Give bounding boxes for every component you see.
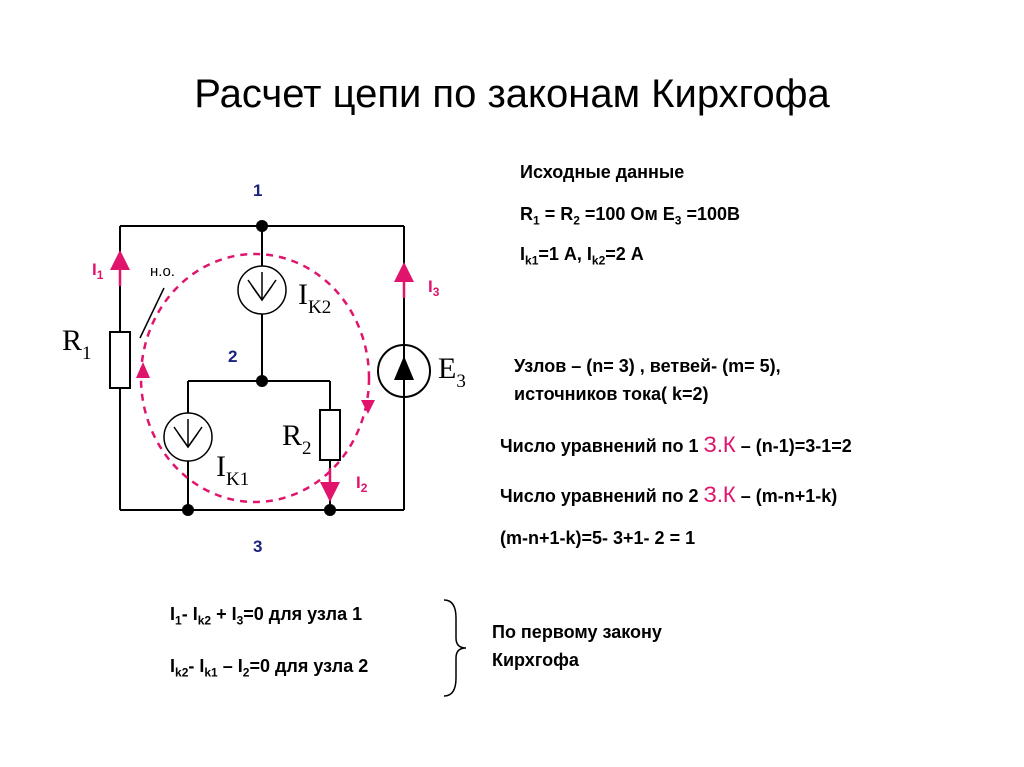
node-1-label: 1 [253, 181, 262, 200]
nodes [182, 220, 336, 516]
equation-node-1: I1- Ik2 + I3=0 для узла 1 [170, 604, 363, 628]
loop-contour [139, 252, 371, 504]
given-line-2: Ik1=1 А, Ik2=2 А [520, 244, 644, 268]
e3-label: E3 [438, 352, 466, 392]
loop-arrow-left [136, 362, 150, 378]
counts-line-1: Узлов – (n= 3) , ветвей- (m= 5), [514, 356, 781, 376]
resistor-r2 [319, 409, 341, 461]
r1-label: R1 [62, 324, 92, 364]
switch-line [139, 287, 165, 339]
i1-label: I1 [92, 260, 104, 282]
voltage-source-e3-icon [377, 344, 431, 398]
loop-arrow-right [361, 400, 375, 414]
r2-label: R2 [282, 419, 312, 459]
current-source-ik1-icon [163, 412, 213, 462]
eq-count-first: Число уравнений по 1 З.К – (n-1)=3-1=2 [500, 432, 852, 457]
i3-label: I3 [428, 277, 440, 299]
given-heading: Исходные данные [520, 162, 685, 182]
given-line-1: R1 = R2 =100 Ом E3 =100В [520, 204, 740, 228]
counts-line-2: источников тока( k=2) [514, 384, 709, 404]
eq-count-second: Число уравнений по 2 З.К – (m-n+1-k) [500, 482, 838, 507]
loop-label: н.о. [150, 263, 175, 280]
current-source-ik2-icon [237, 265, 287, 315]
equation-node-2: Ik2- Ik1 – I2=0 для узла 2 [170, 656, 369, 680]
i2-label: I2 [356, 473, 368, 495]
current-arrows [110, 250, 414, 502]
kirchhoff-note-line-2: Кирхгофа [492, 650, 579, 670]
resistor-r1 [109, 331, 131, 389]
ik1-label: IK1 [216, 450, 249, 490]
eq-count-calc: (m-n+1-k)=5- 3+1- 2 = 1 [500, 528, 696, 548]
page-title: Расчет цепи по законам Кирхгофа [194, 72, 830, 116]
curly-brace-icon [443, 599, 467, 697]
node-3-label: 3 [253, 537, 262, 556]
ik2-label: IK2 [298, 278, 331, 318]
kirchhoff-note-line-1: По первому закону [492, 622, 662, 642]
node-2-label: 2 [228, 347, 237, 366]
